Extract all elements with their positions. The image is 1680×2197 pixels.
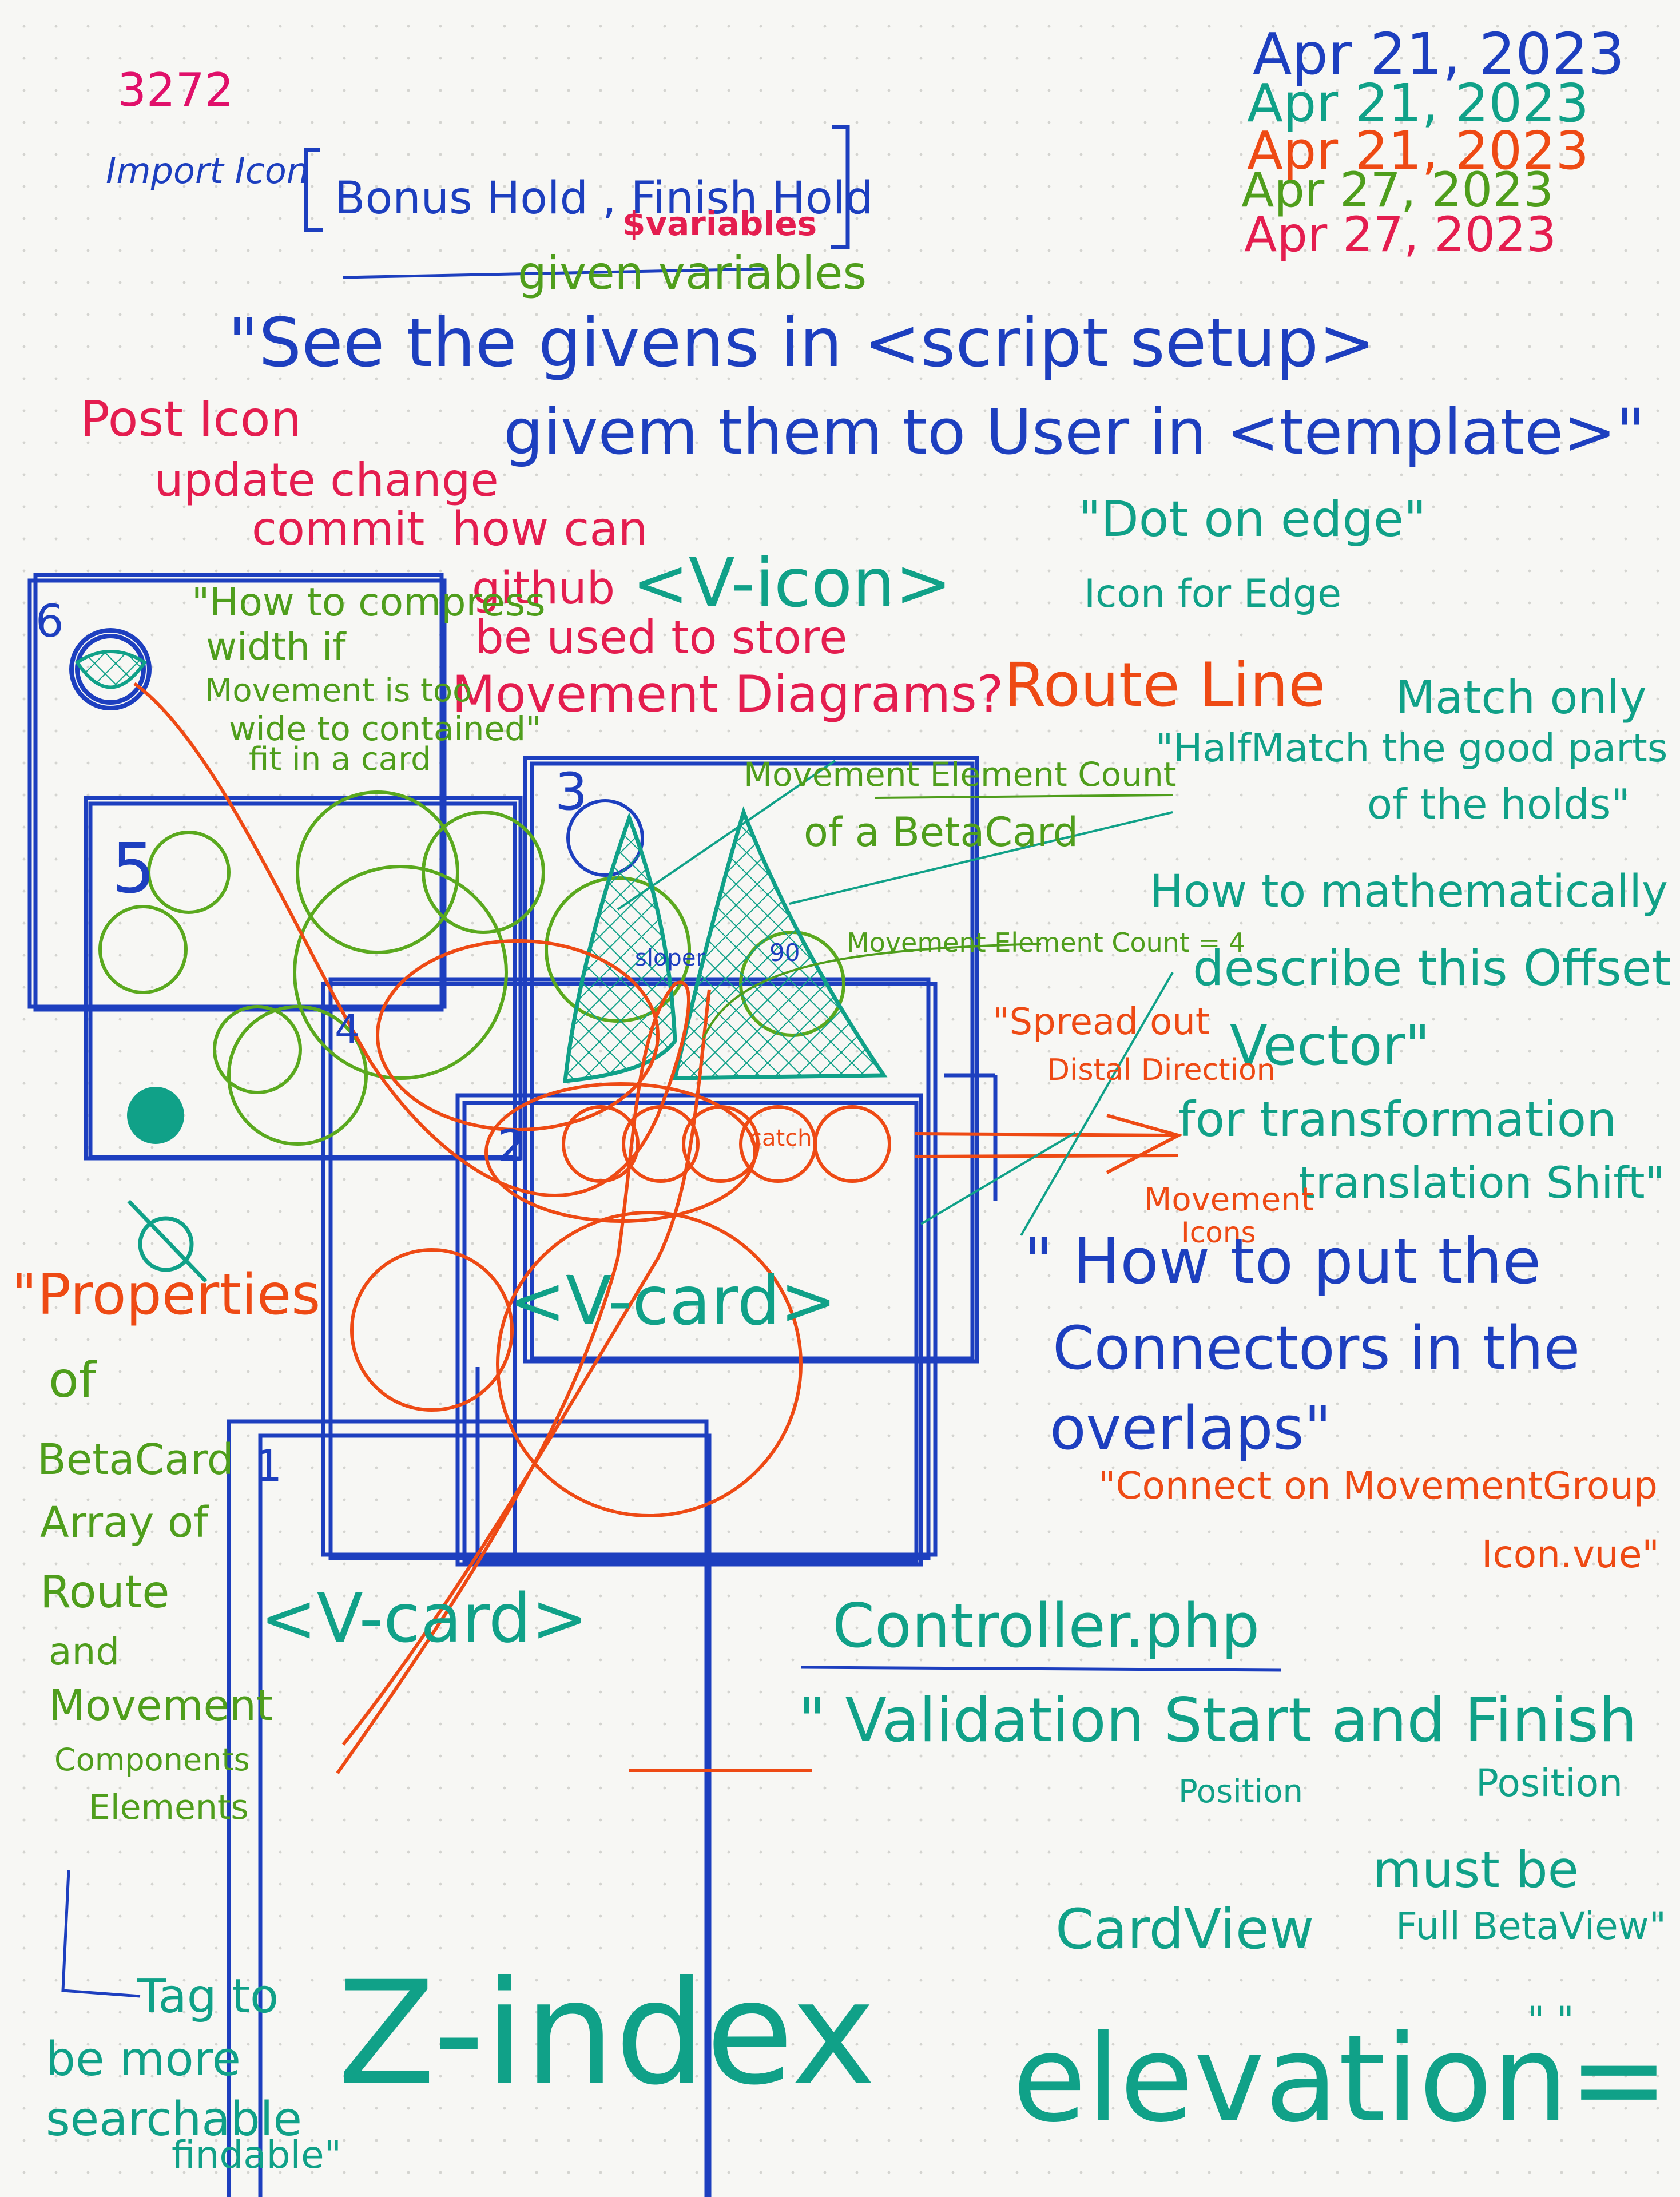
dot-on-edge-line1: "Dot on edge" bbox=[1078, 491, 1427, 548]
card-number-5: 5 bbox=[112, 829, 156, 909]
compress-line3: Movement is too bbox=[205, 672, 472, 709]
card-number-4: 4 bbox=[335, 1006, 360, 1053]
properties-line8: Components bbox=[54, 1742, 250, 1778]
movement-count-4: Movement Element Count = 4 bbox=[847, 927, 1246, 958]
spread-line2: Distal Direction bbox=[1047, 1053, 1276, 1087]
properties-line4: Array of bbox=[40, 1498, 209, 1547]
quote-marks: " " bbox=[1527, 1999, 1574, 2043]
given-variables: given variables bbox=[518, 247, 867, 300]
spread-line1: "Spread out bbox=[992, 1001, 1210, 1043]
route-lines bbox=[133, 682, 1183, 1774]
post-icon-line2: update change bbox=[154, 454, 499, 507]
date-5: Apr 27, 2023 bbox=[1244, 206, 1557, 263]
finish-position: Position bbox=[1476, 1761, 1623, 1805]
properties-line3: BetaCard bbox=[37, 1435, 234, 1484]
z-index-label: Z-index bbox=[337, 1950, 876, 2116]
dot-on-edge-line2: Icon for Edge bbox=[1084, 571, 1342, 617]
quote-line-2: givem them to User in <template>" bbox=[503, 395, 1645, 468]
start-position: Position bbox=[1178, 1773, 1304, 1810]
v-card-label-1: <V-card> bbox=[509, 1261, 837, 1340]
date-4: Apr 27, 2023 bbox=[1241, 162, 1554, 218]
compress-line5: fit in a card bbox=[249, 741, 431, 778]
offset-line2: describe this Offset bbox=[1193, 940, 1671, 997]
card-number-2: 2 bbox=[498, 1120, 526, 1171]
edge-circle-icon bbox=[69, 628, 152, 710]
card-view: CardView bbox=[1055, 1897, 1314, 1961]
github-line3: be used to store bbox=[475, 611, 848, 664]
properties-line1: "Properties bbox=[11, 1262, 321, 1328]
route-line-label: Route Line bbox=[1004, 650, 1326, 720]
connect-line2: Icon.vue" bbox=[1482, 1532, 1659, 1576]
movement-count-line2: of a BetaCard bbox=[804, 809, 1079, 856]
match-only: Match only bbox=[1396, 671, 1647, 724]
date-2: Apr 21, 2023 bbox=[1247, 73, 1590, 134]
must-be: must be bbox=[1373, 1840, 1579, 1899]
page-number: 3272 bbox=[117, 63, 234, 117]
v-card-label-2: <V-card> bbox=[260, 1579, 588, 1658]
movement-icons-line2: Icons bbox=[1181, 1216, 1256, 1249]
card-rectangles bbox=[27, 573, 998, 2197]
date-3: Apr 21, 2023 bbox=[1247, 120, 1590, 181]
compress-line4: wide to contained" bbox=[229, 709, 541, 748]
controller-line1: " Validation Start and Finish bbox=[798, 1685, 1638, 1755]
properties-line6: and bbox=[49, 1630, 120, 1674]
transformation-line1: for transformation bbox=[1178, 1091, 1617, 1147]
date-1: Apr 21, 2023 bbox=[1253, 21, 1625, 88]
tag-line2: be more bbox=[46, 2032, 241, 2087]
orange-circles bbox=[350, 939, 891, 1517]
compress-line1: "How to compress bbox=[192, 580, 546, 625]
sloper-label: sloper bbox=[635, 945, 705, 971]
post-icon-line1: Post Icon bbox=[80, 391, 302, 448]
offset-line1: How to mathematically bbox=[1150, 866, 1669, 917]
properties-line2: of bbox=[49, 1352, 96, 1409]
connectors-line2: Connectors in the bbox=[1053, 1313, 1580, 1383]
github-line2: github bbox=[472, 563, 615, 614]
tag-line3: searchable bbox=[46, 2092, 302, 2147]
card-number-1: 1 bbox=[255, 1440, 283, 1491]
elevation-label: elevation= bbox=[1012, 2009, 1669, 2149]
connectors-line1: " How to put the bbox=[1024, 1225, 1542, 1298]
angle-label: 90 bbox=[769, 939, 800, 967]
properties-line5: Route bbox=[40, 1567, 170, 1618]
connect-line1: "Connect on MovementGroup bbox=[1098, 1464, 1658, 1508]
controller-title: Controller.php bbox=[832, 1591, 1260, 1661]
card-number-6: 6 bbox=[35, 596, 64, 647]
tag-line4: findable" bbox=[172, 2133, 341, 2177]
half-match-line1: "HalfMatch the good parts bbox=[1155, 726, 1668, 771]
movement-icons-line1: Movement bbox=[1144, 1181, 1314, 1218]
card-number-3: 3 bbox=[555, 762, 588, 822]
transformation-line2: translation Shift" bbox=[1298, 1157, 1665, 1208]
movement-count-line1: Movement Element Count bbox=[744, 755, 1177, 794]
github-line1: how can bbox=[452, 502, 648, 557]
post-icon-line3: commit bbox=[252, 502, 425, 555]
half-match-line2: of the holds" bbox=[1367, 780, 1630, 828]
v-icon-label: <V-icon> bbox=[632, 543, 952, 622]
tag-line1: Tag to bbox=[137, 1969, 279, 2024]
bonus-finish-hold: Bonus Hold , Finish Hold bbox=[335, 173, 873, 224]
bracket-shape bbox=[304, 125, 850, 249]
catch-label: catch bbox=[749, 1125, 812, 1151]
properties-line7: Movement bbox=[49, 1681, 273, 1730]
quote-line-1: "See the givens in <script setup> bbox=[228, 303, 1376, 382]
properties-line9: Elements bbox=[89, 1787, 249, 1827]
variables-label: $variables bbox=[622, 204, 817, 243]
offset-line3: Vector" bbox=[1230, 1014, 1431, 1078]
import-icon-label: Import Icon bbox=[106, 150, 309, 192]
hatched-peaks bbox=[563, 806, 888, 1083]
github-line4: Movement Diagrams? bbox=[452, 665, 1004, 724]
connectors-line3: overlaps" bbox=[1050, 1393, 1332, 1463]
full-beta-view: Full BetaView" bbox=[1396, 1904, 1667, 1948]
compress-line2: width if bbox=[206, 625, 346, 669]
